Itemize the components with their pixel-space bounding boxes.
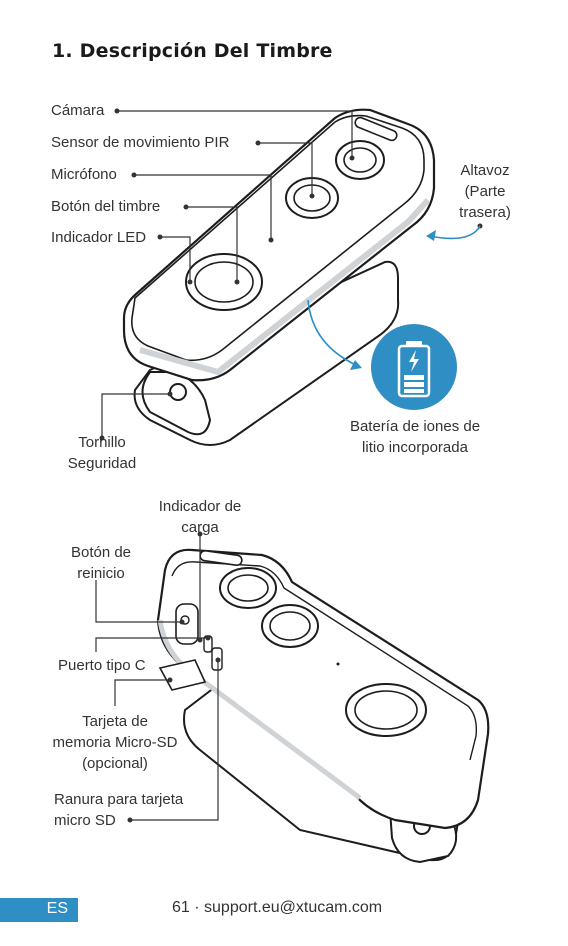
label-sd-line2: memoria Micro-SD <box>40 732 190 753</box>
label-slot-line2: micro SD <box>54 810 183 831</box>
label-sd-slot: Ranura para tarjeta micro SD <box>54 789 183 831</box>
label-camera: Cámara <box>51 100 104 121</box>
label-speaker-line2: (Parte <box>450 181 520 202</box>
label-screw-line2: Seguridad <box>56 453 148 474</box>
label-speaker-line3: trasera) <box>450 202 520 223</box>
label-battery: Batería de iones de litio incorporada <box>335 416 495 458</box>
label-slot-line1: Ranura para tarjeta <box>54 789 183 810</box>
label-reset-button: Botón de reinicio <box>55 542 147 584</box>
label-pir-sensor: Sensor de movimiento PIR <box>51 132 229 153</box>
label-microphone: Micrófono <box>51 164 117 185</box>
label-sd-line3: (opcional) <box>40 753 190 774</box>
label-speaker-line1: Altavoz <box>450 160 520 181</box>
label-reset-line2: reinicio <box>55 563 147 584</box>
label-charge-indicator: Indicador de carga <box>145 496 255 538</box>
language-tab: ES <box>0 898 78 922</box>
label-micro-sd-card: Tarjeta de memoria Micro-SD (opcional) <box>40 711 190 774</box>
footer-page-info: 61 · support.eu@xtucam.com <box>172 899 382 917</box>
label-battery-line1: Batería de iones de <box>335 416 495 437</box>
label-battery-line2: litio incorporada <box>335 437 495 458</box>
label-doorbell-button: Botón del timbre <box>51 196 160 217</box>
label-charge-line1: Indicador de <box>145 496 255 517</box>
label-led-indicator: Indicador LED <box>51 227 146 248</box>
label-charge-line2: carga <box>145 517 255 538</box>
label-sd-line1: Tarjeta de <box>40 711 190 732</box>
label-screw-line1: Tornillo <box>56 432 148 453</box>
label-reset-line1: Botón de <box>55 542 147 563</box>
label-usb-c-port: Puerto tipo C <box>58 655 146 676</box>
language-code: ES <box>47 900 68 918</box>
label-speaker: Altavoz (Parte trasera) <box>450 160 520 223</box>
label-security-screw: Tornillo Seguridad <box>56 432 148 474</box>
